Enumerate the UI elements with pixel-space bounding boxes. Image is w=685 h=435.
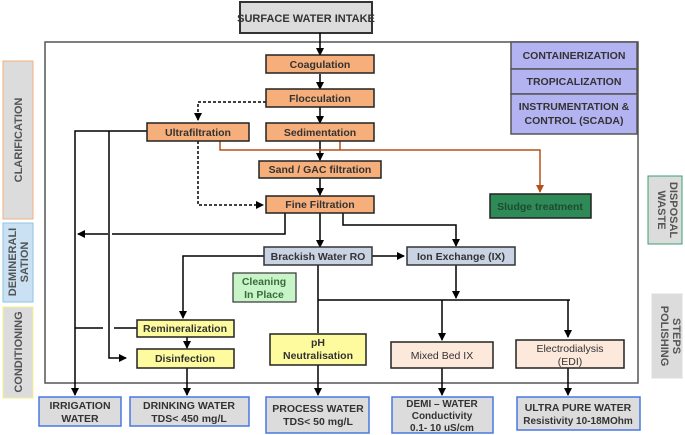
- process-flow-lines: [71, 33, 572, 396]
- feature-instrumentation-control: [510, 93, 638, 135]
- output-drinking-water: DRINKING WATER TDS< 450 mg/L: [129, 396, 250, 427]
- svg-text:Disinfection: Disinfection: [155, 353, 215, 365]
- svg-text:WATER: WATER: [61, 413, 99, 425]
- svg-text:STEPS: STEPS: [670, 318, 682, 354]
- sand-gac-filtration-node: Sand / GAC filtration: [258, 160, 382, 179]
- svg-text:SURFACE WATER INTAKE: SURFACE WATER INTAKE: [237, 13, 375, 25]
- svg-text:CONTROL (SCADA): CONTROL (SCADA): [525, 115, 624, 127]
- side-label-polishing-steps: POLISHING STEPS: [651, 293, 683, 379]
- fine-filtration-node: Fine Filtration: [265, 195, 375, 214]
- coagulation-node: Coagulation: [265, 54, 375, 74]
- svg-text:WASTE: WASTE: [655, 190, 667, 229]
- features-panel: CONTAINERIZATION TROPICALIZATION INSTRUM…: [510, 41, 638, 135]
- output-process-water: PROCESS WATER TDS< 50 mg/L: [265, 396, 370, 434]
- svg-text:Coagulation: Coagulation: [290, 59, 351, 71]
- surface-water-intake-node: SURFACE WATER INTAKE: [237, 1, 375, 34]
- svg-text:pH: pH: [311, 337, 325, 349]
- svg-text:Sludge treatment: Sludge treatment: [497, 201, 583, 213]
- side-label-clarification: CLARIFICATION: [2, 60, 34, 220]
- svg-text:Remineralization: Remineralization: [143, 323, 227, 335]
- svg-text:INSTRUMENTATION &: INSTRUMENTATION &: [519, 101, 630, 113]
- svg-text:0.1- 10 uS/cm: 0.1- 10 uS/cm: [410, 423, 474, 434]
- svg-text:CLARIFICATION: CLARIFICATION: [13, 98, 25, 183]
- disinfection-node: Disinfection: [136, 348, 235, 369]
- svg-text:TDS< 450 mg/L: TDS< 450 mg/L: [151, 413, 227, 425]
- svg-text:Electrodialysis: Electrodialysis: [536, 343, 603, 355]
- svg-text:Neutralisation: Neutralisation: [283, 350, 353, 362]
- svg-text:IRRIGATION: IRRIGATION: [49, 400, 110, 412]
- svg-text:POLISHING: POLISHING: [658, 306, 670, 367]
- svg-text:Conductivity: Conductivity: [412, 411, 473, 422]
- svg-text:DEMINERALI: DEMINERALI: [7, 228, 19, 296]
- svg-text:Flocculation: Flocculation: [289, 93, 351, 105]
- svg-text:In Place: In Place: [244, 289, 284, 301]
- svg-text:CONDITIONING: CONDITIONING: [13, 311, 25, 392]
- svg-text:ULTRA PURE WATER: ULTRA PURE WATER: [525, 402, 632, 414]
- electrodialysis-node: Electrodialysis (EDI): [515, 339, 625, 369]
- svg-text:DRINKING WATER: DRINKING WATER: [143, 400, 235, 412]
- output-ultra-pure-water: ULTRA PURE WATER Resistivity 10-18MOhm: [516, 396, 641, 431]
- svg-text:DEMI – WATER: DEMI – WATER: [406, 399, 478, 410]
- side-label-waste-disposal: WASTE DISPOSAL: [647, 175, 683, 245]
- svg-text:Ion Exchange (IX): Ion Exchange (IX): [417, 251, 505, 263]
- svg-text:Resistivity 10-18MOhm: Resistivity 10-18MOhm: [523, 416, 633, 427]
- svg-text:CONTAINERIZATION: CONTAINERIZATION: [523, 50, 626, 62]
- output-demi-water: DEMI – WATER Conductivity 0.1- 10 uS/cm: [391, 396, 494, 434]
- mixed-bed-ix-node: Mixed Bed IX: [390, 341, 494, 369]
- sludge-flow-lines: [219, 141, 544, 193]
- ion-exchange-node: Ion Exchange (IX): [406, 246, 516, 266]
- side-label-conditioning: CONDITIONING: [2, 306, 34, 399]
- sedimentation-node: Sedimentation: [265, 122, 375, 142]
- remineralization-node: Remineralization: [136, 319, 235, 338]
- svg-text:Brackish Water RO: Brackish Water RO: [271, 251, 366, 263]
- cleaning-in-place-node: Cleaning In Place: [232, 272, 297, 303]
- svg-text:Sand / GAC filtration: Sand / GAC filtration: [269, 164, 372, 176]
- svg-text:SATION: SATION: [19, 242, 31, 283]
- svg-text:PROCESS WATER: PROCESS WATER: [272, 403, 364, 415]
- svg-text:Sedimentation: Sedimentation: [284, 127, 356, 139]
- side-label-demineralisation: DEMINERALI SATION: [2, 222, 34, 303]
- svg-text:TDS< 50 mg/L: TDS< 50 mg/L: [283, 416, 353, 428]
- svg-text:Mixed Bed IX: Mixed Bed IX: [411, 350, 473, 362]
- svg-text:Ultrafiltration: Ultrafiltration: [165, 127, 231, 139]
- svg-text:TROPICALIZATION: TROPICALIZATION: [527, 76, 622, 88]
- feature-containerization: [510, 41, 638, 70]
- sludge-treatment-node: Sludge treatment: [489, 193, 592, 219]
- svg-text:(EDI): (EDI): [558, 356, 583, 368]
- output-irrigation-water: IRRIGATION WATER: [38, 396, 122, 427]
- ultrafiltration-node: Ultrafiltration: [146, 122, 250, 142]
- ph-neutralisation-node: pH Neutralisation: [269, 333, 367, 366]
- optional-flow-lines: [194, 101, 266, 209]
- brackish-water-ro-node: Brackish Water RO: [263, 246, 373, 266]
- svg-text:Cleaning: Cleaning: [242, 276, 286, 288]
- svg-text:Fine Filtration: Fine Filtration: [285, 199, 354, 211]
- svg-text:DISPOSAL: DISPOSAL: [667, 182, 679, 239]
- flocculation-node: Flocculation: [265, 88, 375, 108]
